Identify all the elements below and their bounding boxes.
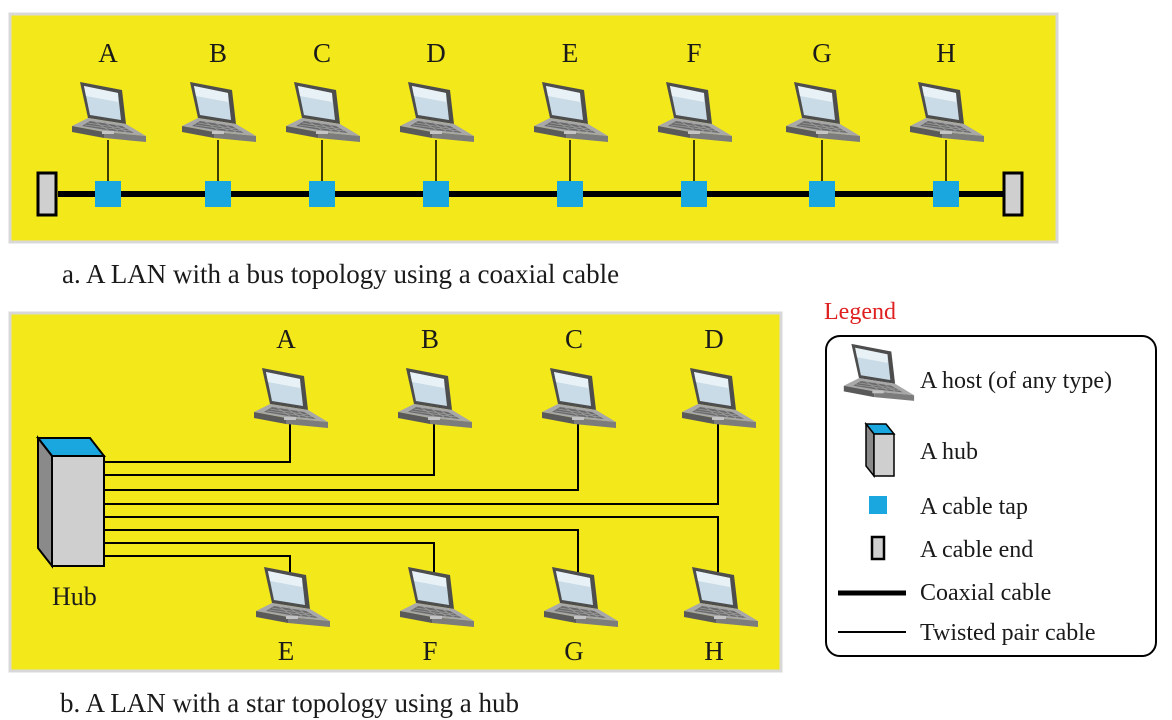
legend-title: Legend (824, 299, 896, 325)
legend-hub-icon (864, 421, 896, 479)
host-label: C (313, 38, 331, 68)
bus-host-f: F (657, 38, 733, 207)
cable-tap (681, 181, 707, 207)
star-host-c: C (541, 324, 617, 429)
cable-tap (95, 181, 121, 207)
star-caption: b. A LAN with a star topology using a hu… (60, 688, 519, 718)
star-host-f: F (399, 566, 475, 666)
legend-label-tap: A cable tap (920, 494, 1028, 520)
star-host-b: B (397, 324, 473, 429)
host-label: A (276, 324, 296, 354)
legend-label-host: A host (of any type) (920, 368, 1112, 394)
cable-tap (205, 181, 231, 207)
host-label: E (562, 38, 579, 68)
bus-panel (8, 12, 1059, 244)
twisted-pair-cable (104, 418, 435, 476)
twisted-pair-cable (104, 418, 291, 463)
host-label: E (278, 636, 295, 666)
host-label: F (422, 636, 437, 666)
bus-host-g: G (785, 38, 861, 207)
twisted-pair-cable (104, 418, 719, 505)
host-label: F (686, 38, 701, 68)
cable-end-left (36, 171, 58, 217)
bus-host-c: C (285, 38, 361, 207)
star-hosts: A B C D E F G H (253, 324, 759, 666)
legend-label-cable-end: A cable end (920, 537, 1033, 563)
hub-icon (35, 435, 107, 569)
cable-tap (309, 181, 335, 207)
cable-tap (423, 181, 449, 207)
legend-label-twisted-pair: Twisted pair cable (920, 620, 1096, 646)
bus-host-d: D (399, 38, 475, 207)
host-label: C (565, 324, 583, 354)
star-panel (8, 311, 783, 673)
star-host-a: A (253, 324, 329, 429)
host-label: H (704, 636, 724, 666)
star-host-d: D (681, 324, 757, 429)
hub-label: Hub (52, 582, 97, 611)
bus-host-h: H (909, 38, 985, 207)
twisted-pair-cables (104, 418, 719, 572)
twisted-pair-cable (104, 555, 291, 572)
cable-tap (933, 181, 959, 207)
twisted-pair-cable (104, 418, 579, 491)
host-label: H (936, 38, 956, 68)
bus-host-e: E (533, 38, 609, 207)
host-label: D (426, 38, 446, 68)
bus-hosts: A B C D E F G H (71, 38, 985, 207)
bus-caption: a. A LAN with a bus topology using a coa… (62, 259, 619, 289)
twisted-pair-cable (104, 516, 719, 572)
host-label: B (421, 324, 439, 354)
bus-host-b: B (181, 38, 257, 207)
bus-host-a: A (71, 38, 147, 207)
cable-tap (809, 181, 835, 207)
host-label: G (812, 38, 832, 68)
star-host-h: H (683, 566, 759, 666)
legend-box (825, 335, 1157, 657)
host-label: D (704, 324, 724, 354)
twisted-pair-cable (104, 542, 435, 572)
legend-cable-tap-icon (869, 496, 887, 514)
legend-label-hub: A hub (920, 439, 978, 465)
cable-tap (557, 181, 583, 207)
star-host-e: E (255, 566, 331, 666)
twisted-pair-cable (104, 529, 579, 572)
legend-cable-end-icon (870, 535, 886, 561)
star-host-g: G (543, 566, 619, 666)
legend-label-coaxial: Coaxial cable (920, 580, 1051, 606)
host-label: B (209, 38, 227, 68)
host-label: G (564, 636, 584, 666)
host-label: A (98, 38, 118, 68)
cable-end-right (1002, 171, 1024, 217)
